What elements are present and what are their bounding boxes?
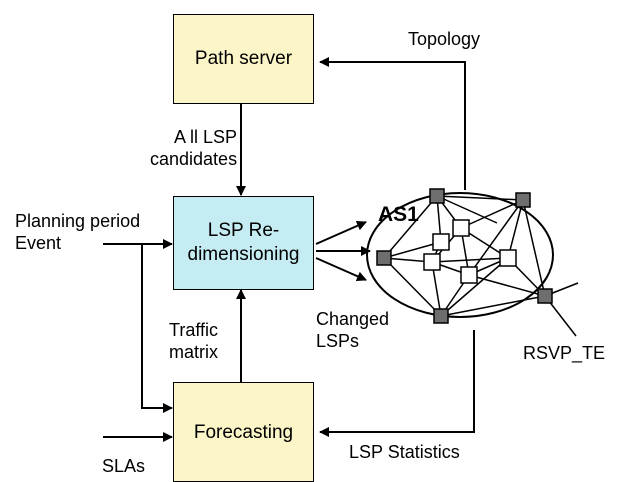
lsp-redim-label-2: dimensioning [187, 244, 300, 265]
as1-network [366, 188, 579, 337]
all-lsp-line-2: candidates [150, 149, 238, 169]
router-node [429, 188, 445, 204]
traffic-line-2: matrix [169, 342, 218, 362]
changed-line-2: LSPs [316, 331, 360, 351]
router-node [537, 288, 553, 304]
lsp-redim-label-1: LSP Re- [207, 220, 280, 241]
forecasting-box: Forecasting [173, 382, 314, 482]
planning-period-label: Planning period Event [15, 210, 140, 254]
arrow-planning-to-forecast [141, 244, 173, 413]
changed-line-1: Changed [316, 309, 390, 329]
router-node [423, 253, 441, 271]
slas-label: SLAs [102, 456, 146, 476]
arrow-topology [319, 57, 466, 190]
arrow-lsp-statistics [319, 330, 475, 437]
lsp-redimensioning-box: LSP Re- dimensioning [173, 196, 314, 290]
router-node [452, 219, 470, 237]
as1-ellipse [366, 192, 554, 318]
router-node [433, 308, 449, 324]
router-node [460, 266, 478, 284]
router-node [376, 250, 392, 266]
router-node [432, 233, 450, 251]
router-node [499, 249, 517, 267]
changed-lsps-label: Changed LSPs [316, 308, 389, 352]
traffic-line-1: Traffic [169, 320, 219, 340]
arrow-changed-lsp-3 [315, 257, 367, 281]
rsvp-te-label: RSVP_TE [523, 343, 606, 363]
planning-line-2: Event [15, 233, 62, 253]
lsp-statistics-label: LSP Statistics [349, 442, 460, 462]
arrow-changed-lsp-1 [315, 221, 367, 245]
planning-line-1: Planning period [15, 211, 141, 231]
all-lsp-line-1: A ll LSP [174, 127, 238, 147]
traffic-matrix-label: Traffic matrix [169, 319, 218, 363]
all-lsp-candidates-label: A ll LSP candidates [150, 126, 237, 170]
forecasting-label: Forecasting [193, 422, 294, 443]
router-node [515, 192, 531, 208]
path-server-box: Path server [173, 14, 314, 104]
path-server-label: Path server [194, 48, 293, 69]
topology-label: Topology [408, 29, 481, 49]
as1-label: AS1 [378, 203, 419, 226]
